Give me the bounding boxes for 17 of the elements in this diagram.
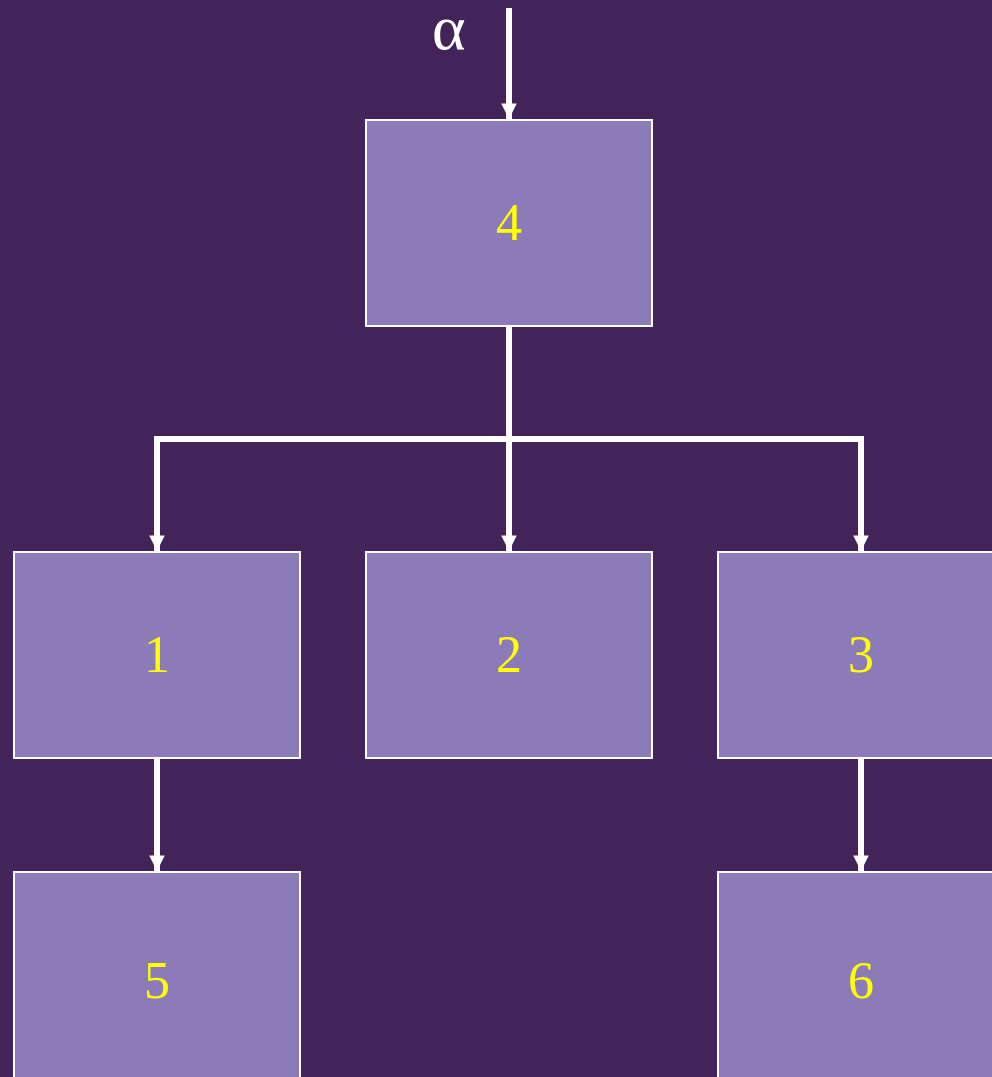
- box-number: 5: [144, 955, 170, 1007]
- process-box: [365, 551, 653, 759]
- arrow: [506, 327, 869, 551]
- process-box: [13, 551, 301, 759]
- process-box: [365, 119, 653, 327]
- arrow: [149, 759, 165, 871]
- process-box: [717, 871, 992, 1077]
- greek-letter-label: α: [432, 0, 466, 60]
- arrow: [853, 759, 869, 871]
- box-number: 4: [496, 197, 522, 249]
- arrow: [501, 8, 517, 119]
- box-number: 3: [848, 629, 874, 681]
- process-box: [13, 871, 301, 1077]
- process-box: [717, 551, 992, 759]
- box-number: 6: [848, 955, 874, 1007]
- box-number: 2: [496, 629, 522, 681]
- box-number: 1: [144, 629, 170, 681]
